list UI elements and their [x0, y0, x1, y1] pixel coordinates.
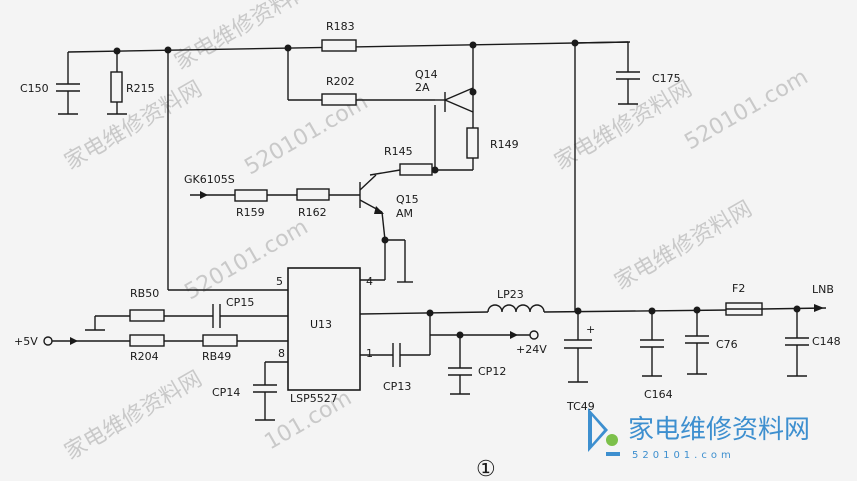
label-c76: C76 [716, 338, 738, 351]
capacitor-cp12: CP12 [448, 335, 506, 395]
label-cp15: CP15 [226, 296, 254, 309]
resistor-r204: R204 [129, 334, 203, 363]
label-r149: R149 [490, 138, 519, 151]
label-pin1: 1 [366, 347, 373, 360]
label-q15-type: AM [396, 207, 413, 220]
resistor-rb49: RB49 [202, 334, 288, 363]
input-24v: +24V [430, 330, 547, 356]
label-cp13: CP13 [383, 380, 411, 393]
fuse-f2: F2 [725, 282, 827, 316]
capacitor-cp15: CP15 [212, 296, 288, 328]
label-c175: C175 [652, 72, 681, 85]
resistor-r159: R159 [234, 189, 297, 219]
label-gk6105s: GK6105S [184, 173, 235, 186]
resistor-r215: R215 [107, 51, 155, 115]
label-c148: C148 [812, 335, 841, 348]
label-r202: R202 [326, 75, 355, 88]
label-tc49: TC49 [566, 400, 595, 413]
resistor-r183: R183 [321, 20, 357, 52]
capacitor-c175: C175 [574, 41, 681, 105]
label-q15: Q15 [396, 193, 419, 206]
label-pin5: 5 [276, 275, 283, 288]
input-gk6105s: GK6105S [184, 173, 235, 199]
output-rail [359, 309, 489, 355]
logo-url: 520101.com [632, 450, 735, 461]
watermark-cn: 家电维修资料网 [171, 0, 317, 75]
label-lp23: LP23 [497, 288, 524, 301]
label-r215: R215 [126, 82, 155, 95]
ic-u13: U13 LSP5527 5 4 8 1 [276, 267, 373, 405]
capacitor-cp14: CP14 [212, 361, 288, 421]
label-pin8: 8 [278, 347, 285, 360]
label-r145: R145 [384, 145, 413, 158]
capacitor-c164: C164 [640, 307, 673, 401]
label-q14: Q14 [415, 68, 438, 81]
label-c164: C164 [644, 388, 673, 401]
capacitor-cp13: CP13 [360, 343, 430, 393]
label-rb49: RB49 [202, 350, 231, 363]
resistor-r149: R149 [431, 92, 519, 174]
label-f2: F2 [732, 282, 745, 295]
inductor-lp23: LP23 [487, 288, 731, 313]
label-24v: +24V [516, 343, 547, 356]
label-cp14: CP14 [212, 386, 240, 399]
label-rb50: RB50 [130, 287, 159, 300]
watermark-cn: 家电维修资料网 [61, 367, 207, 466]
label-lnb: LNB [812, 283, 834, 296]
watermark-url: 520101.com [681, 65, 813, 156]
label-lsp5527: LSP5527 [290, 392, 338, 405]
capacitor-c148: C148 [785, 305, 841, 377]
label-c150: C150 [20, 82, 49, 95]
input-5v: +5V [14, 335, 130, 348]
transistor-q15: Q15 AM [359, 174, 419, 283]
resistor-r162: R162 [296, 188, 360, 219]
resistor-rb50: RB50 [85, 287, 213, 331]
watermark-cn: 家电维修资料网 [551, 77, 697, 176]
label-r159: R159 [236, 206, 265, 219]
site-logo: 家电维修资料网 520101.com [588, 408, 810, 461]
label-5v: +5V [14, 335, 38, 348]
label-plus: + [586, 323, 595, 336]
label-u13: U13 [310, 318, 332, 331]
label-r204: R204 [130, 350, 159, 363]
capacitor-c150: C150 [20, 52, 80, 115]
output-lnb: LNB [812, 283, 834, 312]
capacitor-c76: C76 [685, 306, 738, 375]
label-r183: R183 [326, 20, 355, 33]
label-r162: R162 [298, 206, 327, 219]
label-cp12: CP12 [478, 365, 506, 378]
figure-label: ① [476, 457, 496, 481]
resistor-r145: R145 [369, 145, 433, 176]
label-q14-type: 2A [415, 81, 430, 94]
logo-text: 家电维修资料网 [628, 415, 810, 445]
capacitor-tc49: + TC49 [564, 311, 595, 413]
logo-emblem-icon [588, 408, 620, 456]
watermark-cn: 家电维修资料网 [611, 197, 757, 296]
label-pin4: 4 [366, 275, 373, 288]
resistor-r202: R202 [287, 48, 435, 106]
